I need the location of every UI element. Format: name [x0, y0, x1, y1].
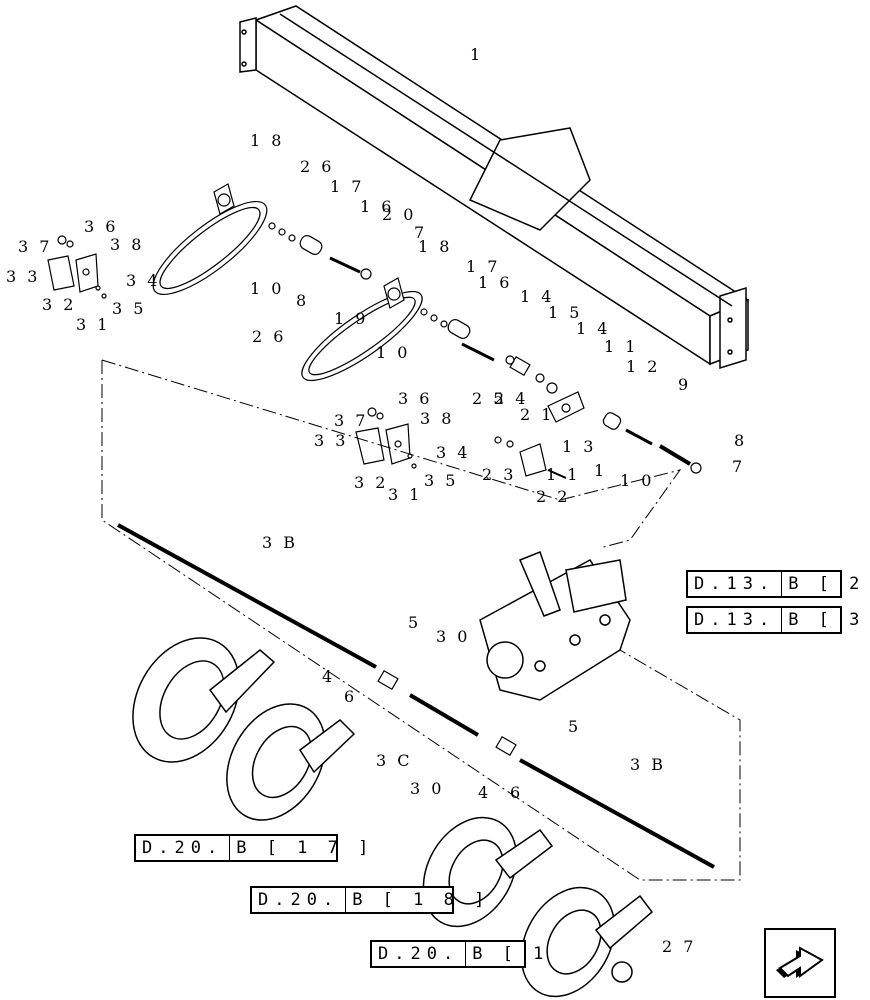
callout-16: 1 6 [478, 273, 512, 292]
callout-35: 3 5 [112, 299, 146, 318]
next-page-arrow-icon [776, 946, 824, 978]
callout-7: 7 [732, 457, 745, 476]
callout-4: 4 [322, 667, 335, 686]
callout-5: 5 [408, 613, 421, 632]
reference-link-d20-18[interactable]: D.20. B [ 1 8 ] [250, 886, 484, 914]
next-page-button[interactable] [764, 928, 836, 998]
callout-3b: 3 B [262, 533, 298, 552]
callout-34: 3 4 [436, 443, 470, 462]
callout-18: 1 8 [250, 131, 284, 150]
callout-23: 2 3 [482, 465, 516, 484]
callout-labels: 1 1 8 2 6 1 7 1 6 2 0 7 1 8 1 7 1 6 1 0 … [6, 45, 747, 956]
reference-item: B [ 2 [788, 574, 865, 594]
callout-25: 2 5 [472, 389, 506, 408]
reference-section: D.20. [252, 888, 347, 912]
reference-link-d13-2[interactable]: D.13. B [ 3 [686, 606, 859, 634]
callout-5: 5 [568, 717, 581, 736]
callout-36: 3 6 [84, 217, 118, 236]
reference-section: D.20. [372, 942, 467, 966]
callout-8: 8 [296, 291, 309, 310]
assembly-outline [101, 359, 741, 881]
left-bracket-cluster [47, 235, 107, 299]
callout-31: 3 1 [76, 315, 110, 334]
reference-link-d20-17[interactable]: D.20. B [ 1 7 ] [134, 834, 368, 862]
callout-3b: 3 B [630, 755, 666, 774]
reference-section: D.13. [688, 572, 783, 596]
callout-17: 1 7 [466, 257, 500, 276]
callout-9: 9 [678, 375, 691, 394]
callout-30: 3 0 [410, 779, 444, 798]
callout-3c: 3 C [376, 751, 413, 770]
callout-33: 3 3 [6, 267, 40, 286]
callout-1: 1 [594, 461, 607, 480]
callout-34: 3 4 [126, 271, 160, 290]
callout-4: 4 [478, 783, 491, 802]
callout-21: 2 1 [520, 405, 554, 424]
callout-6: 6 [510, 783, 523, 802]
reference-section: D.20. [136, 836, 231, 860]
callout-30: 3 0 [436, 627, 470, 646]
callout-27: 2 7 [662, 937, 696, 956]
callout-6: 6 [344, 687, 357, 706]
callout-20: 2 0 [382, 205, 416, 224]
callout-18: 1 8 [418, 237, 452, 256]
callout-19: 1 9 [334, 309, 368, 328]
callout-11: 1 1 [546, 465, 580, 484]
callout-14: 1 4 [520, 287, 554, 306]
gearbox [479, 551, 631, 701]
toolbar-beam [239, 5, 750, 370]
callout-37: 3 7 [18, 237, 52, 256]
callout-13: 1 3 [562, 437, 596, 456]
callout-26: 2 6 [300, 157, 334, 176]
callout-33: 3 3 [314, 431, 348, 450]
callout-14: 1 4 [576, 319, 610, 338]
callout-10: 1 0 [376, 343, 410, 362]
callout-37: 3 7 [334, 411, 368, 430]
callout-38: 3 8 [110, 235, 144, 254]
callout-15: 1 5 [548, 303, 582, 322]
callout-10: 1 0 [620, 471, 654, 490]
callout-8: 8 [734, 431, 747, 450]
callout-16: 1 6 [360, 197, 394, 216]
reference-item: B [ 1 [472, 944, 549, 964]
axles [117, 523, 715, 869]
callout-22: 2 2 [536, 487, 570, 506]
parts-diagram: 1 1 8 2 6 1 7 1 6 2 0 7 1 8 1 7 1 6 1 0 … [6, 5, 750, 998]
callout-32: 3 2 [354, 473, 388, 492]
reference-item: B [ 1 8 ] [352, 890, 490, 910]
callout-31: 3 1 [388, 485, 422, 504]
gauge-wheels [132, 637, 654, 998]
right-bracket-cluster [355, 407, 567, 479]
callout-38: 3 8 [420, 409, 454, 428]
callout-10: 1 0 [250, 279, 284, 298]
reference-link-d20-1[interactable]: D.20. B [ 1 [370, 940, 543, 968]
callout-26: 2 6 [252, 327, 286, 346]
upper-drive-chain [152, 183, 372, 296]
callout-7: 7 [414, 223, 427, 242]
reference-item: B [ 1 7 ] [236, 838, 374, 858]
callout-36: 3 6 [398, 389, 432, 408]
callout-11: 1 1 [604, 337, 638, 356]
callout-24: 2 4 [494, 389, 528, 408]
mid-drive-chain [301, 277, 702, 474]
callout-12: 1 2 [626, 357, 660, 376]
callout-1: 1 [470, 45, 483, 64]
reference-link-d13-1[interactable]: D.13. B [ 2 [686, 570, 859, 598]
callout-17: 1 7 [330, 177, 364, 196]
callout-32: 3 2 [42, 295, 76, 314]
callout-35: 3 5 [424, 471, 458, 490]
reference-item: B [ 3 [788, 610, 865, 630]
reference-section: D.13. [688, 608, 783, 632]
